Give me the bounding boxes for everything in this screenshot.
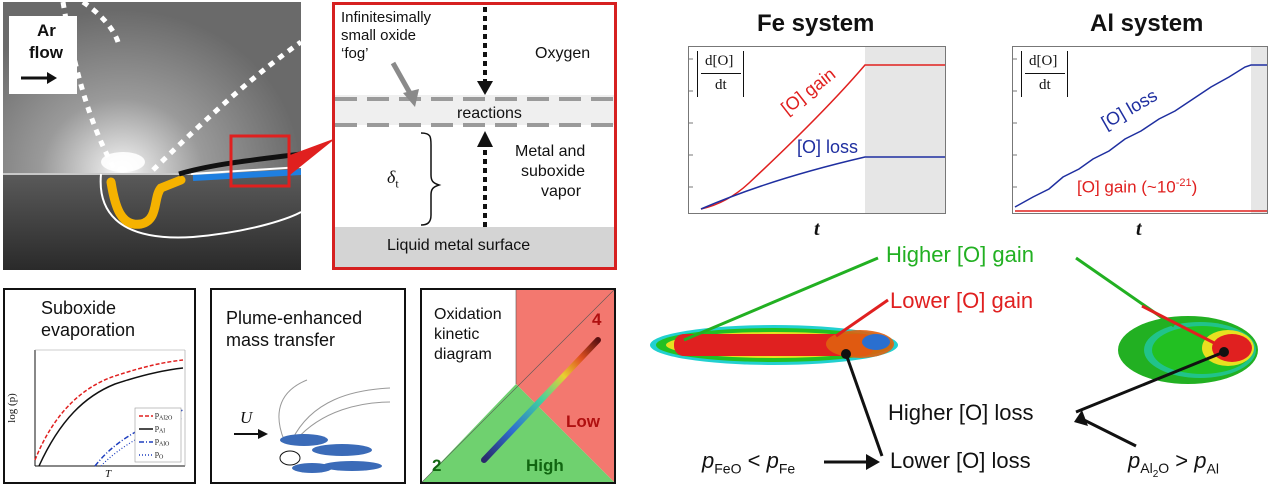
ar-label: Ar bbox=[37, 21, 56, 40]
al-gain-label: [O] gain (~10-21) bbox=[1077, 177, 1198, 197]
suboxide-panel: Suboxide evaporation pAl2O pAl pAlO pO l… bbox=[3, 288, 196, 484]
legend-al2o: pAl2O bbox=[155, 410, 173, 422]
al-chart-title: Al system bbox=[1090, 10, 1204, 37]
lower-gain-label: Lower [O] gain bbox=[890, 288, 1034, 313]
fe-melt-pool bbox=[650, 325, 898, 365]
velocity-label: U bbox=[240, 408, 253, 427]
callout-connector bbox=[290, 138, 336, 175]
oxygen-label: Oxygen bbox=[535, 45, 591, 62]
kinetic-panel: Oxidation kinetic diagram 4 2 Low High bbox=[420, 288, 616, 484]
reactions-label: reactions bbox=[457, 105, 522, 123]
surface-label: Liquid metal surface bbox=[387, 237, 531, 254]
low-label: Low bbox=[566, 412, 600, 431]
suboxide-title-2: evaporation bbox=[41, 320, 136, 340]
al-ylabel-den: dt bbox=[1039, 77, 1051, 93]
vapor-label-2: suboxide bbox=[521, 163, 586, 180]
vapor-label-3: vapor bbox=[541, 183, 582, 200]
al-chart: d[O] dt [O] loss [O] gain (~10-21) bbox=[1012, 46, 1268, 214]
plume-sketch bbox=[234, 379, 391, 473]
higher-gain-label: Higher [O] gain bbox=[886, 242, 1034, 267]
suboxide-xlabel: T bbox=[105, 468, 112, 480]
callout-box bbox=[229, 134, 291, 188]
fe-gain-line bbox=[700, 64, 945, 210]
vapor-label-1: Metal and bbox=[515, 143, 586, 160]
fe-chart: d[O] dt [O] gain [O] loss bbox=[688, 46, 946, 214]
higher-loss-label: Higher [O] loss bbox=[888, 400, 1034, 425]
melt-pool-photo: Ar flow bbox=[3, 2, 301, 270]
plume-title-1: Plume-enhanced bbox=[226, 308, 363, 328]
high-label: High bbox=[526, 456, 564, 475]
label-4: 4 bbox=[592, 310, 602, 329]
suboxide-title-1: Suboxide bbox=[41, 298, 117, 318]
suboxide-ylabel: log (p) bbox=[5, 393, 18, 423]
legend-o: pO bbox=[155, 449, 164, 461]
flow-label: flow bbox=[29, 43, 63, 62]
fe-ylabel-num: d[O] bbox=[705, 53, 734, 69]
fog-label-1: Infinitesimally bbox=[341, 9, 432, 26]
legend-alo: pAlO bbox=[155, 436, 170, 448]
schematic-panel: Infinitesimally small oxide ‘fog’ Oxygen… bbox=[332, 2, 617, 270]
al-loss-line bbox=[1014, 64, 1267, 208]
legend-al: pAl bbox=[155, 423, 165, 435]
fe-xlabel: t bbox=[814, 218, 820, 240]
al-melt-pool bbox=[1118, 316, 1258, 384]
plume-panel: Plume-enhanced mass transfer U bbox=[210, 288, 406, 484]
ar-flow-label: Ar flow bbox=[9, 16, 77, 94]
kinetic-title-1: Oxidation bbox=[434, 306, 502, 323]
delta-label: δt bbox=[387, 167, 399, 191]
fe-pressure-relation: pFeO < pFe bbox=[702, 448, 796, 477]
arrow-right-icon bbox=[21, 72, 57, 84]
melt-pool-maps bbox=[650, 256, 1258, 470]
suboxide-plot bbox=[34, 349, 186, 467]
fe-loss-line bbox=[700, 156, 945, 210]
al-pressure-relation: pAl2O > pAl bbox=[1128, 448, 1219, 481]
kinetic-title-2: kinetic bbox=[434, 326, 480, 343]
fe-chart-title: Fe system bbox=[757, 10, 875, 37]
kinetic-title-3: diagram bbox=[434, 346, 492, 363]
fe-loss-label: [O] loss bbox=[797, 137, 859, 157]
label-2: 2 bbox=[432, 456, 442, 475]
melt-track bbox=[106, 175, 186, 229]
fe-ylabel-den: dt bbox=[715, 77, 727, 93]
fog-label-2: small oxide bbox=[341, 27, 417, 44]
plume-title-2: mass transfer bbox=[226, 330, 336, 350]
fog-label-3: ‘fog’ bbox=[341, 45, 369, 62]
lower-loss-label: Lower [O] loss bbox=[890, 448, 1031, 473]
al-xlabel: t bbox=[1136, 218, 1142, 240]
al-ylabel-num: d[O] bbox=[1029, 53, 1058, 69]
kinetic-diagram bbox=[422, 290, 614, 482]
plume-outline bbox=[60, 2, 118, 172]
